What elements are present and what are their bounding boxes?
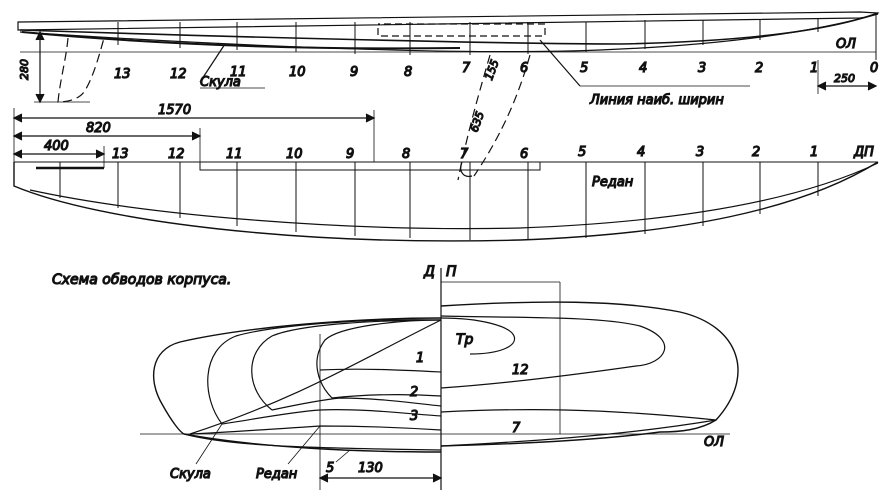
profile-baseline-label: ОЛ xyxy=(836,37,856,52)
profile-station-9: 9 xyxy=(350,65,358,80)
plan-station-7: 7 xyxy=(460,147,469,162)
profile-station-1: 1 xyxy=(810,61,818,76)
chine-leader xyxy=(199,43,226,83)
profile-station-5: 5 xyxy=(580,61,588,76)
profile-station-12: 12 xyxy=(170,67,187,82)
plan-view: 13 12 11 10 9 8 7 6 5 4 3 2 1 ДП Редан 1… xyxy=(12,102,879,242)
chine-label: Скула xyxy=(200,75,241,90)
plan-station-5: 5 xyxy=(578,145,586,160)
profile-station-3: 3 xyxy=(698,61,706,76)
plan-station-11: 11 xyxy=(226,147,243,162)
figure-caption: Схема обводов корпуса. xyxy=(52,272,231,288)
dim-400-label: 400 xyxy=(44,139,69,154)
profile-station-8: 8 xyxy=(404,65,412,80)
profile-station-ticks xyxy=(117,14,877,60)
dim-250-label: 250 xyxy=(834,72,855,85)
profile-station-13: 13 xyxy=(114,67,131,82)
profile-station-4: 4 xyxy=(639,61,647,76)
plan-centerline-label: ДП xyxy=(853,145,874,160)
body-fwd-section-12: 12 xyxy=(512,363,529,378)
profile-station-0: 0 xyxy=(870,61,878,76)
body-fwd-label: П xyxy=(446,264,457,280)
profile-keel-line xyxy=(19,13,879,53)
body-baseline-label: ОЛ xyxy=(704,435,724,450)
body-aft-label: Д xyxy=(423,264,435,280)
plan-station-4: 4 xyxy=(637,145,645,160)
body-plan: Д П Тр 1 2 3 12 7 ОЛ Скула Редан 5 130 xyxy=(140,263,739,490)
fwd-section-outer xyxy=(440,301,739,447)
body-step-label: Редан xyxy=(256,467,298,482)
dim-130-label: 130 xyxy=(358,461,383,476)
profile-station-11: 11 xyxy=(230,65,247,80)
body-section-1: 1 xyxy=(416,351,424,366)
max-width-label: Линия наиб. ширин xyxy=(589,93,724,108)
profile-station-10: 10 xyxy=(289,65,306,80)
body-transom-label: Тр xyxy=(456,332,474,348)
plan-station-9: 9 xyxy=(346,147,354,162)
plan-station-8: 8 xyxy=(402,147,410,162)
dim-820-label: 820 xyxy=(86,121,111,136)
max-width-leader xyxy=(539,39,581,87)
plan-station-2: 2 xyxy=(752,145,760,160)
diagonal-dashed-635 xyxy=(473,54,531,177)
plan-station-1: 1 xyxy=(810,145,818,160)
plan-station-12: 12 xyxy=(168,147,185,162)
profile-station-6: 6 xyxy=(520,61,528,76)
dim-635-label: 635 xyxy=(468,110,487,134)
profile-chine-line xyxy=(21,31,461,50)
dim-280-label: 280 xyxy=(18,59,31,80)
aft-section-outer xyxy=(152,317,442,453)
plan-step-label: Редан xyxy=(592,175,634,190)
body-section-3: 3 xyxy=(410,409,418,424)
dim-1570-label: 1570 xyxy=(158,103,191,118)
plan-station-lines xyxy=(59,162,819,240)
plan-station-6: 6 xyxy=(520,147,528,162)
plan-step-line xyxy=(199,162,541,171)
profile-view: 13 12 11 10 9 8 7 6 5 4 3 2 1 0 ОЛ Скула… xyxy=(17,11,880,181)
profile-station-2: 2 xyxy=(755,61,763,76)
plan-chine-line xyxy=(29,162,879,230)
body-fwd-section-7: 7 xyxy=(512,421,521,436)
body-section-2: 2 xyxy=(410,385,418,400)
plan-station-3: 3 xyxy=(696,145,704,160)
body-chine-leader xyxy=(195,423,223,465)
max-width-dashed xyxy=(377,23,546,37)
dim-155-label: 155 xyxy=(482,58,501,82)
body-chine-label: Скула xyxy=(170,467,211,482)
plan-outer-line xyxy=(13,161,879,242)
plan-station-10: 10 xyxy=(286,147,303,162)
body-station-5-label: 5 xyxy=(326,461,334,476)
profile-sheer-line xyxy=(17,11,880,31)
plan-station-13: 13 xyxy=(112,147,129,162)
profile-station-7: 7 xyxy=(462,61,471,76)
body-step-leader xyxy=(287,425,321,465)
transom-dashed xyxy=(57,37,105,103)
